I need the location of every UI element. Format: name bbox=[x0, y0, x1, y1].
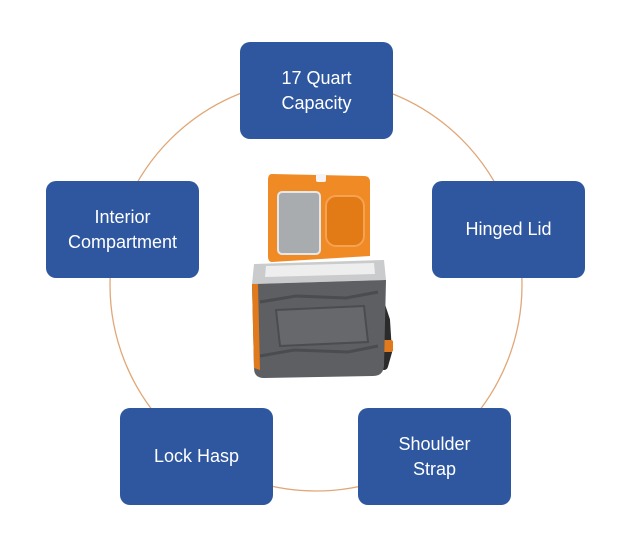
body-orange-stripe-graphic bbox=[252, 284, 260, 370]
cooler-inner-graphic bbox=[265, 263, 375, 277]
feature-box-strap: Shoulder Strap bbox=[358, 408, 511, 505]
feature-box-lid: Hinged Lid bbox=[432, 181, 585, 278]
lid-pocket-graphic bbox=[325, 195, 365, 247]
feature-box-hasp: Lock Hasp bbox=[120, 408, 273, 505]
lid-latch-graphic bbox=[316, 174, 326, 182]
body-panel-graphic bbox=[274, 304, 370, 348]
lid-ice-pack-graphic bbox=[277, 191, 321, 255]
feature-label-hasp: Lock Hasp bbox=[153, 446, 240, 466]
feature-label-compartment: Interior Compartment bbox=[67, 206, 178, 252]
body-ridge-graphic bbox=[259, 290, 379, 358]
feature-label-capacity: 17 Quart Capacity bbox=[281, 67, 352, 113]
feature-box-compartment: Interior Compartment bbox=[46, 181, 199, 278]
feature-label-strap: Shoulder Strap bbox=[398, 433, 471, 479]
feature-box-capacity: 17 Quart Capacity bbox=[240, 42, 393, 139]
feature-label-lid: Hinged Lid bbox=[465, 219, 552, 239]
cooler-image bbox=[252, 174, 393, 378]
